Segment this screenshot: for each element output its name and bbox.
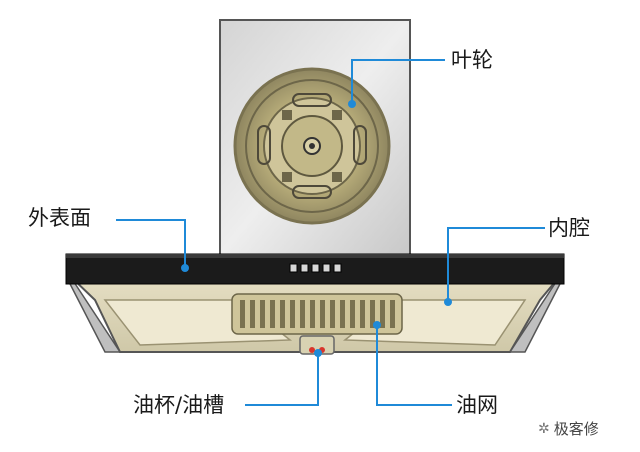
grille-slat [280,300,285,328]
callout-line-outer [116,219,186,268]
grille-slat [250,300,255,328]
oil-cup [299,335,335,355]
label-oil-cup: 油杯/油槽 [133,393,225,417]
callout-line-cup [245,353,319,406]
callout-line-filter [376,325,452,406]
callout-dot-filter [373,321,381,329]
control-buttons [289,263,342,273]
label-outer-surface: 外表面 [28,206,91,230]
grille-slat [310,300,315,328]
grille-slat [360,300,365,328]
grille-slat [330,300,335,328]
impeller-fan [233,67,391,225]
label-oil-filter: 油网 [456,393,498,417]
callout-dot-outer [181,264,189,272]
control-button [300,263,309,273]
label-impeller: 叶轮 [451,48,493,72]
grille-slat [380,300,385,328]
callout-dots [181,100,452,357]
control-button [333,263,342,273]
callout-line-impeller [351,59,445,104]
watermark-text: 极客修 [553,420,599,438]
grille-slat [370,300,375,328]
watermark: ✲ 极客修 [538,418,599,439]
grille-slat [340,300,345,328]
grille-slat [390,300,395,328]
control-button [289,263,298,273]
sparkle-logo-icon: ✲ [538,420,550,437]
callout-dot-cup [314,349,322,357]
grille-slat [270,300,275,328]
grille-slat [240,300,245,328]
callout-line-inner [447,227,545,302]
callout-dot-impeller [348,100,356,108]
grille-slat [300,300,305,328]
oil-filter-grille [231,293,403,335]
control-button [311,263,320,273]
label-inner-cavity: 内腔 [548,216,590,240]
grille-slat [350,300,355,328]
grille-slat [290,300,295,328]
grille-slat [260,300,265,328]
callout-lines [116,59,545,406]
grille-slat [320,300,325,328]
callout-dot-inner [444,298,452,306]
control-button [322,263,331,273]
